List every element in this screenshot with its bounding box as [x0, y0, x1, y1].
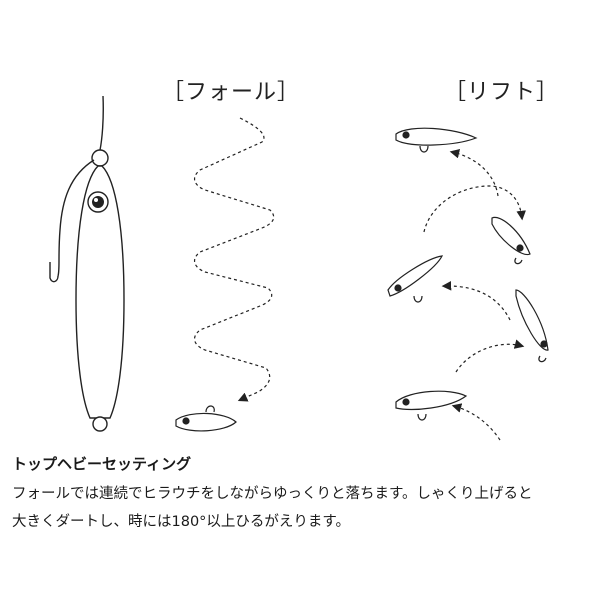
fall-label: ［フォール］ [162, 80, 301, 105]
lift-lure-4 [515, 289, 549, 363]
fall-trajectory [193, 117, 275, 402]
description-line-2: 大きくダートし、時には180°以上ひるがえります。 [12, 514, 350, 530]
jig-body [75, 165, 125, 419]
lift-lure-5 [395, 390, 468, 421]
lift-lure-3 [387, 255, 444, 303]
description-line-1: フォールでは連続でヒラウチをしながらゆっくりと落ちます。しゃくり上げると [12, 486, 533, 502]
split-ring-bottom [92, 416, 108, 432]
split-ring-top [91, 149, 109, 167]
fishing-line [99, 95, 104, 151]
assist-hook-icon [49, 262, 59, 283]
lift-lure-1 [395, 127, 478, 153]
lift-label: ［リフト］ [444, 80, 560, 105]
fall-lure [175, 405, 237, 432]
eye-icon [87, 191, 109, 213]
lift-lure-2 [491, 216, 531, 265]
lift-trajectory [387, 127, 549, 441]
section-heading: トップヘビーセッティング [12, 455, 192, 473]
jig-illustration [49, 95, 125, 432]
assist-line [57, 159, 95, 277]
